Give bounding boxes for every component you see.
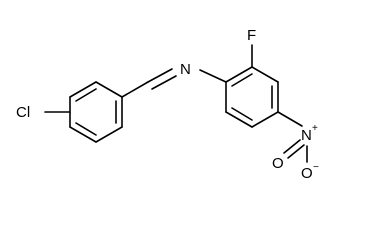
ring-b-bond-2 (251, 66, 279, 83)
ring-ch-bond (121, 81, 149, 98)
ring-b-bond-4 (251, 111, 279, 128)
nitro-oxygen-left-label: O (272, 155, 284, 172)
ring-a-bond-5 (69, 126, 97, 143)
imine-double-bond-2 (151, 75, 177, 90)
nitro-n-o-left-bond-1 (283, 139, 301, 154)
fluoronitrophenyl-ring (225, 66, 279, 128)
chlorophenyl-ring (69, 81, 123, 143)
imine-nitrogen-label: N (180, 61, 191, 78)
chlorine-label: Cl (16, 104, 30, 121)
nitro-n-o-left-bond-2 (287, 144, 305, 159)
c-nitro-bond (277, 111, 303, 127)
ring-a-double-inner-3 (75, 122, 97, 136)
molecule-structure: Cl N F N + O − O (16, 27, 319, 182)
ring-a-bond-2 (95, 81, 123, 98)
ring-b-bond-1 (225, 66, 253, 83)
ring-b-double-inner-3 (231, 107, 253, 121)
imine-double-bond-1 (147, 68, 173, 83)
nitro-nitrogen-charge: + (312, 123, 318, 134)
fluorine-label: F (247, 27, 256, 44)
ring-b-bond-5 (225, 111, 253, 128)
n-ring-bond (199, 69, 227, 83)
nitro-oxygen-bottom-label: O (301, 165, 313, 182)
nitro-oxygen-bottom-charge: − (313, 162, 319, 173)
ring-a-bond-4 (95, 126, 123, 143)
ring-b-double-inner-1 (231, 73, 253, 87)
ring-a-bond-1 (69, 81, 97, 98)
ring-a-double-inner-1 (75, 88, 97, 102)
nitro-nitrogen-label: N (301, 127, 312, 144)
